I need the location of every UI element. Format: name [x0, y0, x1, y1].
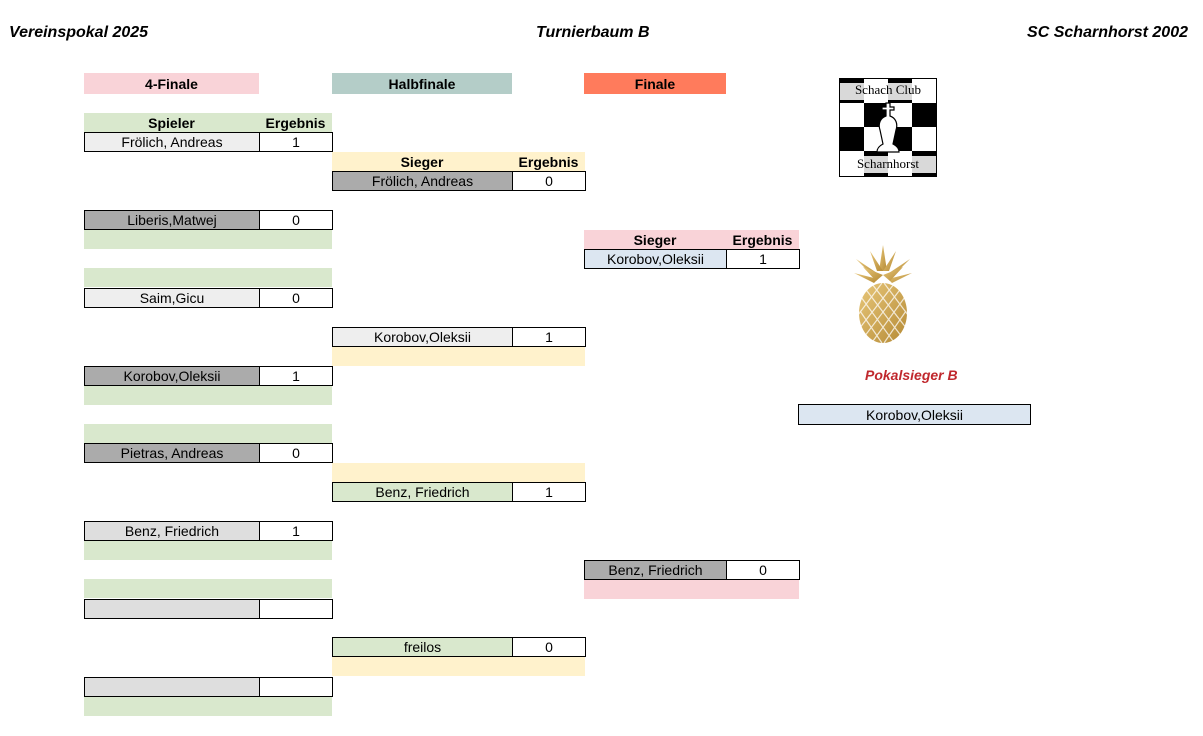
- final-player-1: Korobov,Oleksii: [584, 249, 727, 269]
- col-header-result: Ergebnis: [259, 113, 332, 132]
- qf-score-4: 1: [259, 366, 333, 386]
- qf-player-3: Saim,Gicu: [84, 288, 260, 308]
- qf-score-2: 0: [259, 210, 333, 230]
- qf-player-5: Pietras, Andreas: [84, 443, 260, 463]
- champion-name: Korobov,Oleksii: [798, 404, 1031, 425]
- qf-player-6: Benz, Friedrich: [84, 521, 260, 541]
- header-center: Turnierbaum B: [536, 24, 650, 41]
- qf-score-7: [259, 599, 333, 619]
- sf-col-header-winner: Sieger: [332, 152, 512, 171]
- qf-divider-strip: [84, 579, 332, 598]
- header-right: SC Scharnhorst 2002: [1027, 24, 1188, 41]
- logo-text-bottom: Scharnhorst: [856, 156, 920, 171]
- qf-divider-strip: [84, 268, 332, 287]
- pineapple-icon: [852, 245, 914, 345]
- sf-player-3: Benz, Friedrich: [332, 482, 513, 502]
- round-final-label: Finale: [584, 73, 726, 94]
- sf-divider-strip: [332, 347, 585, 366]
- sf-score-3: 1: [512, 482, 586, 502]
- sf-score-4: 0: [512, 637, 586, 657]
- qf-score-3: 0: [259, 288, 333, 308]
- qf-player-1: Frölich, Andreas: [84, 132, 260, 152]
- final-divider-strip: [584, 580, 799, 599]
- qf-score-5: 0: [259, 443, 333, 463]
- qf-player-2: Liberis,Matwej: [84, 210, 260, 230]
- header-left: Vereinspokal 2025: [9, 24, 149, 41]
- final-col-header-result: Ergebnis: [726, 230, 799, 249]
- qf-divider-strip: [84, 541, 332, 560]
- sf-player-1: Frölich, Andreas: [332, 171, 513, 191]
- sf-player-2: Korobov,Oleksii: [332, 327, 513, 347]
- final-score-2: 0: [726, 560, 800, 580]
- qf-divider-strip: [84, 697, 332, 716]
- chessboard-icon: [840, 79, 936, 176]
- logo-text-top: Schach Club: [854, 82, 922, 97]
- col-header-player: Spieler: [84, 113, 259, 132]
- sf-divider-strip: [332, 657, 585, 676]
- qf-divider-strip: [84, 230, 332, 249]
- final-col-header-winner: Sieger: [584, 230, 726, 249]
- round-semi-label: Halbfinale: [332, 73, 512, 94]
- sf-score-2: 1: [512, 327, 586, 347]
- sf-player-4: freilos: [332, 637, 513, 657]
- final-score-1: 1: [726, 249, 800, 269]
- qf-player-8: [84, 677, 260, 697]
- champion-title: Pokalsieger B: [865, 367, 958, 383]
- qf-score-1: 1: [259, 132, 333, 152]
- qf-score-8: [259, 677, 333, 697]
- qf-divider-strip: [84, 424, 332, 443]
- qf-player-7: [84, 599, 260, 619]
- sf-score-1: 0: [512, 171, 586, 191]
- sf-col-header-result: Ergebnis: [512, 152, 585, 171]
- qf-score-6: 1: [259, 521, 333, 541]
- qf-player-4: Korobov,Oleksii: [84, 366, 260, 386]
- final-player-2: Benz, Friedrich: [584, 560, 727, 580]
- club-logo: Schach Club Scharnhorst: [839, 78, 937, 177]
- sf-divider-strip: [332, 463, 585, 482]
- qf-divider-strip: [84, 386, 332, 405]
- round-quarter-label: 4-Finale: [84, 73, 259, 94]
